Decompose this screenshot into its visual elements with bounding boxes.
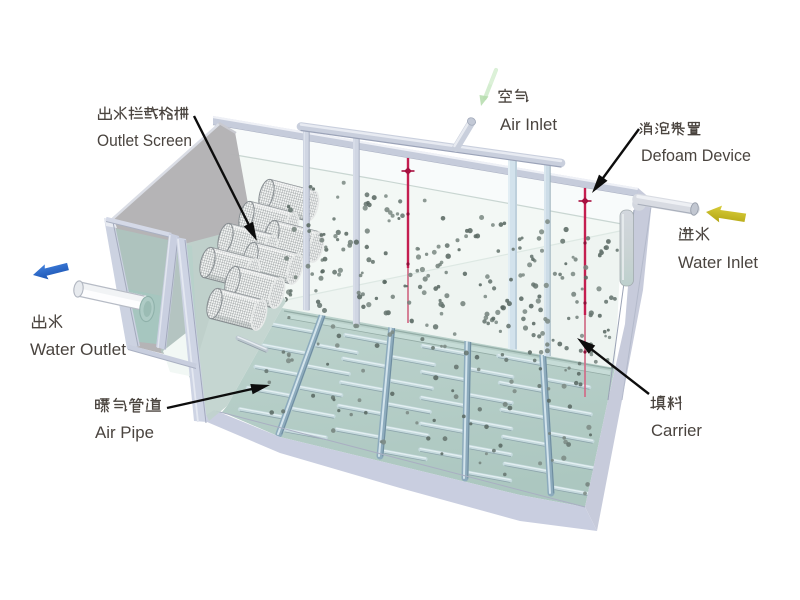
svg-text:Defoam Device: Defoam Device bbox=[641, 146, 751, 165]
svg-text:Water Inlet: Water Inlet bbox=[678, 253, 758, 272]
svg-text:Air Inlet: Air Inlet bbox=[500, 115, 557, 134]
svg-text:Carrier: Carrier bbox=[651, 421, 702, 440]
svg-text:Air Pipe: Air Pipe bbox=[95, 423, 154, 442]
svg-text:Water Outlet: Water Outlet bbox=[30, 340, 126, 359]
svg-text:Outlet Screen: Outlet Screen bbox=[97, 131, 192, 150]
